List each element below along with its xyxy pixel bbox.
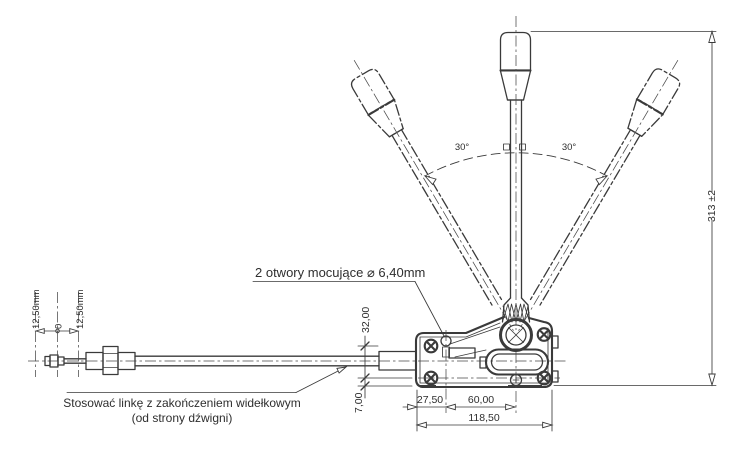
travel-right-label: 12,50mm [75, 289, 86, 329]
hole-to-pivot-label: 60,00 [468, 394, 494, 406]
angle-right-label: 30° [562, 142, 577, 153]
body-foot-right [508, 385, 542, 388]
label-cable-note: Stosować linkę z zakończeniem widełkowym… [63, 364, 348, 425]
angle-left-label: 30° [455, 142, 470, 153]
screw-bottom-right [538, 372, 551, 385]
dim-lever-height: 313 ±2 [531, 31, 718, 386]
slot-boss-inner [492, 354, 543, 370]
adjuster-hex-nut [103, 347, 118, 375]
body-foot-left [420, 385, 436, 388]
slot-boss-outer [486, 350, 548, 375]
zero-marker [56, 329, 60, 333]
mounting-hole [441, 336, 451, 346]
arc-tick-right [520, 144, 526, 150]
screw-top-right [538, 328, 551, 341]
label-mounting-holes: 2 otwory mocujące ⌀ 6,40mm [253, 265, 444, 336]
left-lever-phantom [339, 51, 528, 340]
travel-left-label: 12,50mm [31, 289, 42, 329]
screw-bottom-center [511, 375, 522, 386]
hole-spacing-label: 32,00 [360, 307, 372, 333]
cable-end-assembly [28, 347, 566, 375]
cable-note-line2: (od strony dźwigni) [132, 411, 233, 425]
cable-note-line1: Stosować linkę z zakończeniem widełkowym [63, 396, 300, 410]
base-length-label: 118,50 [468, 412, 499, 424]
dim-base: 27,50 60,00 118,50 [403, 390, 553, 431]
angle-arc: 30° 30° [422, 139, 610, 186]
side-tab-lower [552, 371, 558, 382]
arc-tick-left [504, 144, 510, 150]
center-lever [499, 14, 532, 332]
ratchet-serration-2 [503, 304, 529, 322]
side-tab-upper [552, 336, 558, 348]
rect-slot [449, 348, 475, 358]
lever-height-label: 313 ±2 [706, 190, 718, 222]
mechanism-body [416, 317, 560, 413]
dim-hole-spacing: 32,00 7,00 [353, 307, 412, 413]
right-lever-phantom [504, 51, 692, 340]
screw-top-left [425, 340, 438, 353]
dim-cable-travel: 12,50mm 0 12,50mm [31, 289, 86, 377]
bottom-offset-label: 7,00 [353, 392, 365, 413]
hole-inset-label: 27,50 [417, 394, 443, 406]
mounting-holes-text: 2 otwory mocujące ⌀ 6,40mm [255, 265, 425, 280]
screw-bottom-left [425, 372, 438, 385]
travel-zero-label: 0 [54, 324, 65, 329]
